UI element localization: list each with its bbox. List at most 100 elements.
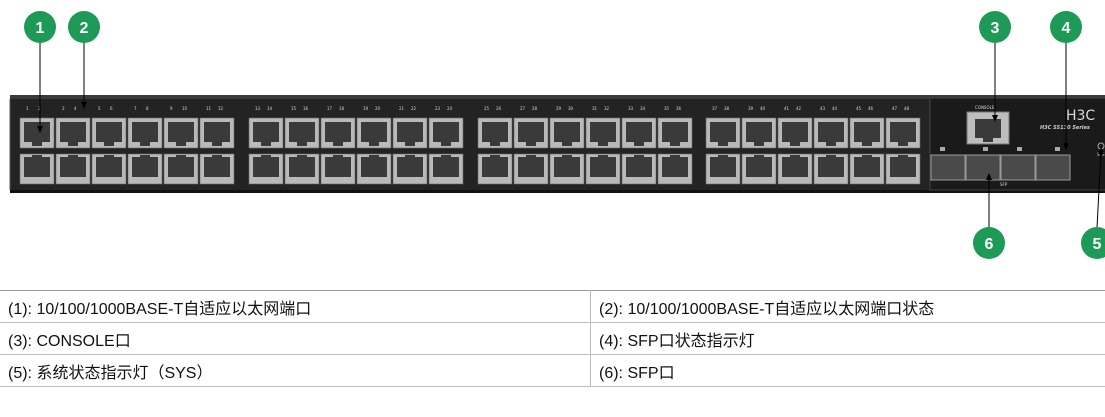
leader-line-5	[1096, 149, 1102, 229]
ethernet-port	[127, 153, 163, 185]
ethernet-port	[248, 117, 284, 149]
port-number-label: 17	[327, 106, 333, 111]
sfp-port	[965, 154, 1001, 181]
port-number-label: 13	[255, 106, 261, 111]
ethernet-port	[657, 117, 693, 149]
ethernet-port	[163, 153, 199, 185]
port-number-label: 10	[182, 106, 188, 111]
port-number-label: 42	[796, 106, 802, 111]
ethernet-port	[777, 153, 813, 185]
port-number-label: 36	[676, 106, 682, 111]
ethernet-port	[127, 117, 163, 149]
sfp-label: SFP	[1000, 182, 1008, 187]
console-label: CONSOLE	[975, 105, 995, 110]
port-number-label: 27	[520, 106, 526, 111]
port-number-label: 15	[291, 106, 297, 111]
ethernet-port	[320, 153, 356, 185]
port-number-label: 6	[110, 106, 113, 111]
ethernet-port	[91, 117, 127, 149]
port-number-label: 33	[628, 106, 634, 111]
ethernet-port	[55, 117, 91, 149]
port-number-label: 3	[62, 106, 65, 111]
svg-text:1: 1	[36, 20, 45, 37]
port-number-label: 48	[904, 106, 910, 111]
port-number-label: 46	[868, 106, 874, 111]
ethernet-port	[585, 117, 621, 149]
callout-6: 6	[973, 227, 1005, 259]
ethernet-port	[849, 153, 885, 185]
ethernet-port	[19, 117, 55, 149]
port-number-label: 20	[375, 106, 381, 111]
ethernet-port	[477, 117, 513, 149]
callout-5: 5	[1081, 227, 1105, 259]
ethernet-port	[813, 117, 849, 149]
port-number-label: 34	[640, 106, 646, 111]
port-number-label: 44	[832, 106, 838, 111]
ethernet-port	[392, 117, 428, 149]
port-number-label: 21	[399, 106, 405, 111]
callout-2: 2	[68, 11, 100, 43]
svg-text:5: 5	[1093, 236, 1102, 253]
port-number-label: 45	[856, 106, 862, 111]
port-number-label: 8	[146, 106, 149, 111]
port-number-label: 14	[267, 106, 273, 111]
ethernet-port	[885, 153, 921, 185]
ethernet-port	[741, 117, 777, 149]
ethernet-port	[356, 153, 392, 185]
ethernet-port	[777, 117, 813, 149]
port-number-label: 23	[435, 106, 441, 111]
sfp-led	[1055, 147, 1060, 151]
legend-item-3: (3): CONSOLE口	[0, 322, 591, 355]
sfp-port	[1000, 154, 1036, 181]
ethernet-port	[356, 117, 392, 149]
port-number-label: 38	[724, 106, 730, 111]
ethernet-port	[199, 117, 235, 149]
port-number-label: 28	[532, 106, 538, 111]
callout-leader-lines	[37, 42, 1104, 229]
ethernet-port	[284, 117, 320, 149]
port-number-label: 41	[784, 106, 790, 111]
ethernet-port	[585, 153, 621, 185]
port-number-label: 7	[134, 106, 137, 111]
callout-1: 1	[24, 11, 56, 43]
ethernet-port	[199, 153, 235, 185]
ethernet-port	[428, 117, 464, 149]
ethernet-port	[392, 153, 428, 185]
ethernet-port	[91, 153, 127, 185]
sfp-status-leds	[940, 147, 1060, 151]
series-label: H3C S5130 Series	[1040, 125, 1090, 131]
port-number-label: 18	[339, 106, 345, 111]
port-number-label: 11	[206, 106, 212, 111]
brand-logo: H3C	[1066, 108, 1095, 124]
legend-item-5: (5): 系统状态指示灯（SYS）	[0, 354, 591, 387]
svg-text:3: 3	[991, 20, 1000, 37]
svg-text:6: 6	[985, 236, 994, 253]
legend-item-6: (6): SFP口	[590, 354, 1105, 387]
sfp-led	[983, 147, 988, 151]
legend-row: (1): 10/100/1000BASE-T自适应以太网端口 (2): 10/1…	[0, 290, 1105, 323]
port-number-label: 1	[26, 106, 29, 111]
port-number-label: 31	[592, 106, 598, 111]
ethernet-port	[284, 153, 320, 185]
port-number-label: 4	[74, 106, 77, 111]
legend-row: (3): CONSOLE口 (4): SFP口状态指示灯	[0, 322, 1105, 355]
ethernet-port	[657, 153, 693, 185]
legend-item-4: (4): SFP口状态指示灯	[590, 322, 1105, 355]
ethernet-port	[320, 117, 356, 149]
sfp-port	[1035, 154, 1071, 181]
ethernet-port	[55, 153, 91, 185]
sfp-port	[930, 154, 966, 181]
ethernet-port	[813, 153, 849, 185]
sfp-ports: SFP	[930, 154, 1071, 187]
chassis-top-edge	[10, 95, 1105, 99]
sfp-led	[940, 147, 945, 151]
ethernet-port	[705, 117, 741, 149]
port-number-label: 43	[820, 106, 826, 111]
ethernet-port	[885, 117, 921, 149]
port-number-label: 25	[484, 106, 490, 111]
legend-item-2: (2): 10/100/1000BASE-T自适应以太网端口状态	[590, 290, 1105, 323]
ethernet-port	[621, 153, 657, 185]
ethernet-port	[513, 117, 549, 149]
